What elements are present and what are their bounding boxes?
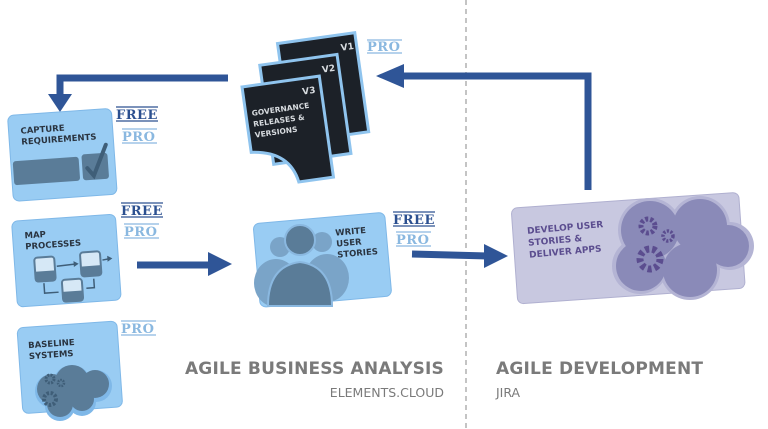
cloud-gears-icon [612, 196, 754, 300]
section-subtitle-elements-cloud: ELEMENTS.CLOUD [329, 385, 444, 400]
section-title-development: AGILE DEVELOPMENT [496, 359, 704, 379]
svg-text:STORIES: STORIES [337, 247, 379, 261]
baseline-pro-badge[interactable]: PRO [121, 320, 156, 337]
section-title-business-analysis: AGILE BUSINESS ANALYSIS [184, 359, 444, 379]
svg-text:PROCESSES: PROCESSES [25, 239, 81, 253]
map-processes-card[interactable]: MAP PROCESSES [11, 213, 122, 308]
svg-text:V1: V1 [340, 42, 354, 54]
governance-pro-badge[interactable]: PRO [367, 39, 402, 55]
svg-text:PRO: PRO [121, 322, 154, 337]
baseline-systems-card[interactable]: BASELINE SYSTEMS [16, 320, 123, 421]
arrow-develop-to-governance [376, 64, 592, 190]
governance-stack[interactable]: V1 V2 V3 GOVERNANCE RELEASES & VERSIONS [240, 31, 371, 188]
arrow-governance-to-capture [48, 74, 228, 112]
svg-text:PRO: PRO [122, 130, 155, 145]
svg-text:CAPTURE: CAPTURE [20, 124, 65, 137]
svg-text:FREE: FREE [393, 213, 435, 228]
svg-text:BASELINE: BASELINE [28, 338, 75, 351]
svg-text:MAP: MAP [24, 230, 46, 241]
svg-text:SYSTEMS: SYSTEMS [29, 349, 74, 362]
section-subtitle-jira: JIRA [496, 385, 521, 400]
write-free-badge[interactable]: FREE [393, 211, 435, 228]
svg-text:PRO: PRO [396, 233, 429, 248]
map-free-badge[interactable]: FREE [121, 202, 163, 219]
svg-text:PRO: PRO [367, 40, 400, 55]
governance-page-v3: V3 GOVERNANCE RELEASES & VERSIONS [240, 74, 336, 184]
capture-pro-badge[interactable]: PRO [122, 128, 157, 145]
capture-requirements-card[interactable]: CAPTURE REQUIREMENTS [7, 108, 118, 202]
process-flow-icon [33, 250, 113, 303]
svg-text:STORIES &: STORIES & [528, 234, 583, 249]
write-user-stories-card[interactable]: WRITE USER STORIES [253, 212, 392, 308]
arrow-analysis-to-write [137, 252, 232, 276]
svg-text:USER: USER [336, 237, 363, 249]
write-pro-badge[interactable]: PRO [396, 231, 431, 248]
develop-user-stories-card[interactable]: DEVELOP USER STORIES & DELIVER APPS [511, 192, 754, 305]
svg-text:WRITE: WRITE [335, 226, 367, 239]
arrow-write-to-develop [411, 244, 508, 268]
capture-free-badge[interactable]: FREE [116, 106, 158, 123]
map-pro-badge[interactable]: PRO [124, 223, 159, 240]
checkbox-check-icon [81, 142, 109, 181]
svg-text:PRO: PRO [124, 225, 157, 240]
svg-text:V2: V2 [321, 64, 335, 76]
cloud-gears-icon [35, 365, 112, 421]
input-field-icon [12, 156, 80, 186]
users-group-icon [254, 224, 349, 307]
svg-text:V3: V3 [302, 86, 316, 98]
svg-text:FREE: FREE [121, 204, 163, 219]
svg-text:FREE: FREE [116, 108, 158, 123]
